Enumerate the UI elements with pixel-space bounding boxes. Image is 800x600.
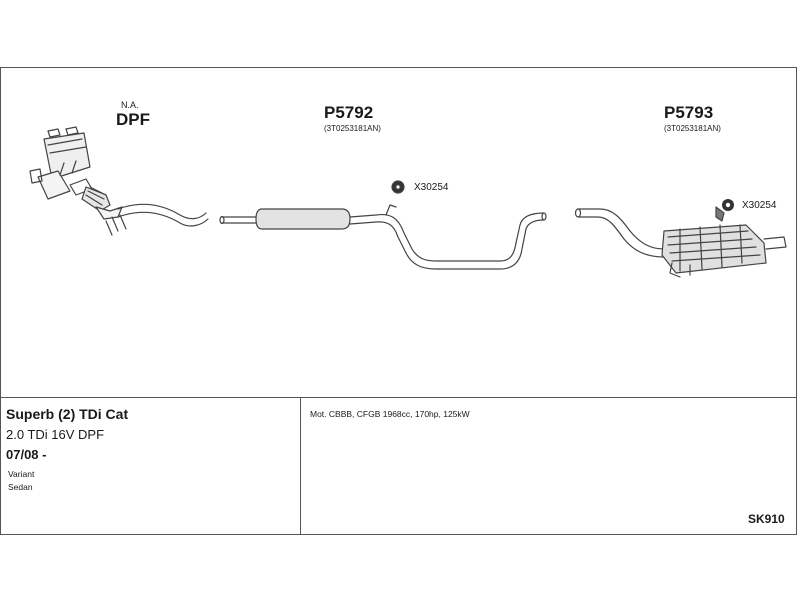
body-type-variant: Variant (8, 469, 35, 479)
oem-number-p5793: (3T0253181AN) (664, 124, 721, 133)
vehicle-model: Superb (2) TDi Cat (6, 406, 129, 422)
info-column-divider (300, 397, 301, 535)
clamp-label: X30254 (742, 200, 777, 211)
dpf-label: DPF (116, 110, 150, 129)
flex-pipe (81, 186, 127, 236)
front-pipe (117, 203, 207, 220)
body-type-sedan: Sedan (8, 482, 33, 492)
info-divider (0, 397, 797, 398)
engine-spec: Mot. CBBB, CFGB 1968cc, 170hp, 125kW (310, 409, 470, 419)
centre-silencer (219, 204, 547, 270)
rear-silencer (574, 206, 787, 278)
clamp-symbol (391, 180, 405, 194)
clamp-label: X30254 (414, 182, 449, 193)
clamp-symbol (722, 199, 734, 211)
part-number-p5792: P5792 (324, 103, 374, 122)
vehicle-engine: 2.0 TDi 16V DPF (6, 427, 105, 442)
exhaust-system-drawing (29, 126, 787, 278)
production-date: 07/08 - (6, 447, 47, 462)
oem-number-p5792: (3T0253181AN) (324, 124, 381, 133)
diagram-frame (0, 67, 797, 535)
system-code: SK910 (748, 512, 785, 526)
part-number-p5793: P5793 (664, 103, 714, 122)
dpf-note: N.A. (121, 100, 139, 110)
dpf-unit (29, 126, 93, 200)
